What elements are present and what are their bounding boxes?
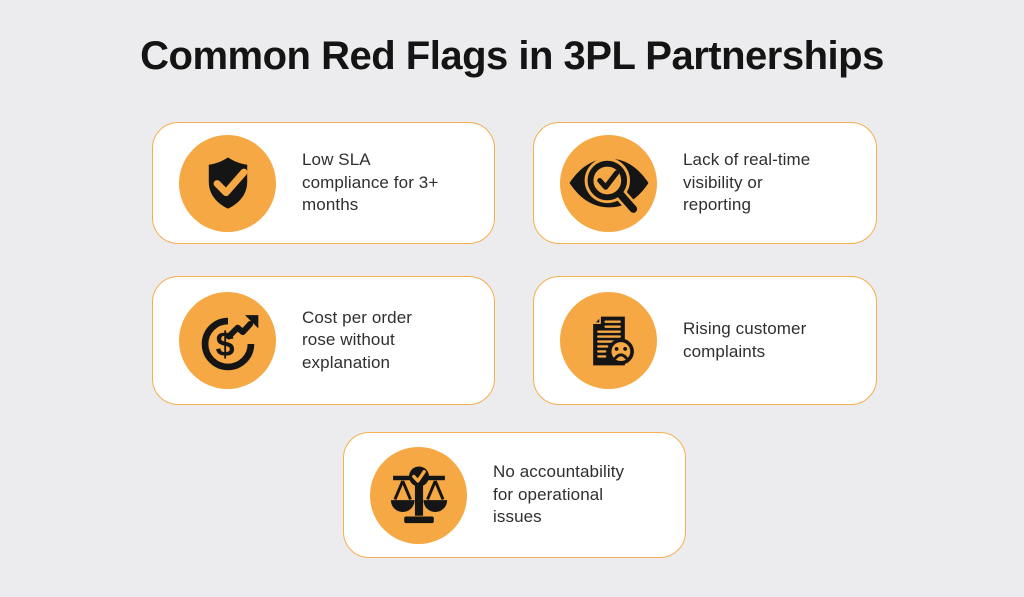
shield-check-icon bbox=[208, 157, 248, 209]
card-customer-complaints: Rising customer complaints bbox=[533, 276, 877, 405]
card-text: Lack of real-time visibility or reportin… bbox=[683, 150, 811, 215]
card-text: Low SLA compliance for 3+ months bbox=[302, 150, 439, 215]
card-no-accountability: No accountability for operational issues bbox=[343, 432, 686, 558]
page-title: Common Red Flags in 3PL Partnerships bbox=[140, 34, 884, 78]
rising-cost-dollar-icon: $ bbox=[201, 314, 258, 370]
card-text: No accountability for operational issues bbox=[493, 462, 625, 527]
eye-magnifier-check-icon bbox=[569, 157, 648, 218]
icon-circle bbox=[560, 134, 657, 232]
card-cost-per-order: $ Cost per order rose without explanatio… bbox=[152, 276, 495, 405]
icon-circle bbox=[560, 292, 657, 389]
document-sad-face-icon bbox=[592, 315, 634, 365]
icon-circle bbox=[370, 446, 467, 544]
card-text: Rising customer complaints bbox=[683, 319, 807, 361]
card-low-sla-compliance: Low SLA compliance for 3+ months bbox=[152, 122, 495, 244]
icon-circle bbox=[179, 134, 276, 232]
svg-text:$: $ bbox=[215, 325, 234, 363]
card-text: Cost per order rose without explanation bbox=[302, 307, 413, 372]
scales-check-icon bbox=[390, 466, 447, 524]
icon-circle: $ bbox=[179, 292, 276, 389]
card-lack-of-visibility: Lack of real-time visibility or reportin… bbox=[533, 122, 877, 244]
